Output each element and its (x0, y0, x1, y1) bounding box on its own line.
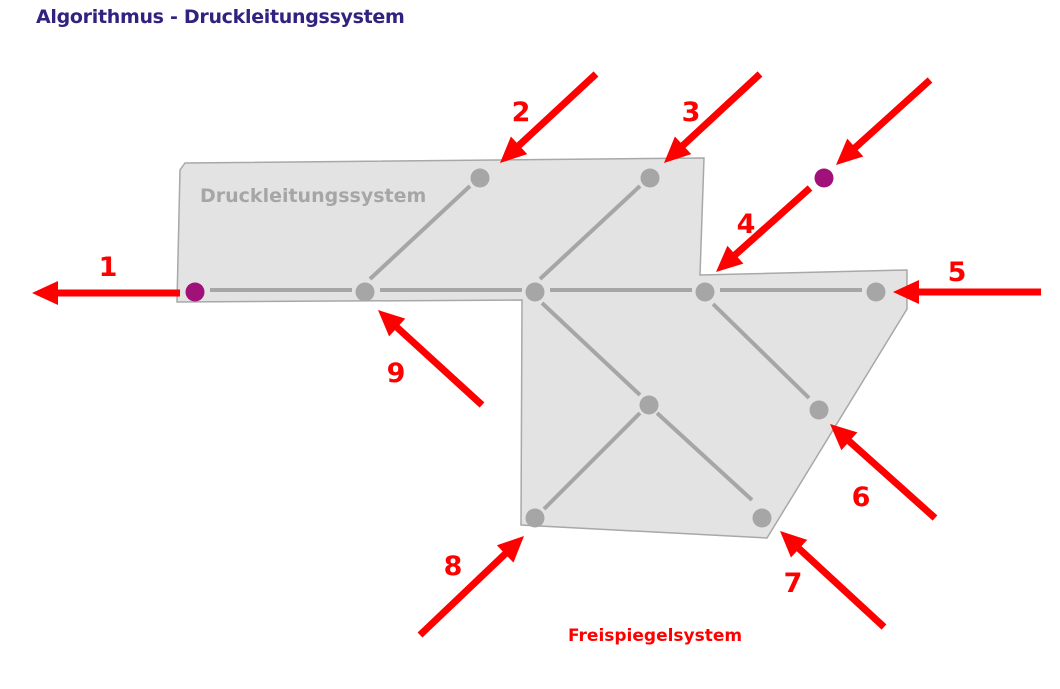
flow-arrow: 6 (830, 424, 938, 521)
pipe-segment (540, 301, 642, 397)
flow-arrow (836, 77, 933, 165)
flow-arrow: 2 (500, 71, 599, 163)
arrow-label: 5 (948, 257, 967, 288)
pipe-node (752, 508, 772, 528)
arrow-label: 7 (784, 568, 803, 599)
special-node (185, 282, 205, 302)
arrow-label: 6 (852, 482, 871, 513)
arrow-label: 1 (99, 252, 118, 283)
pipe-node (640, 168, 660, 188)
flow-arrow: 5 (893, 257, 1041, 304)
pipe-node (470, 168, 490, 188)
pipe-segment (711, 302, 811, 400)
pipe-node (809, 400, 829, 420)
flow-arrow: 4 (716, 185, 813, 272)
pipe-node (355, 282, 375, 302)
arrow-label: 9 (387, 358, 406, 389)
gravity-system-label: Freispiegelsystem (568, 626, 742, 646)
arrow-label: 8 (444, 551, 463, 582)
flow-arrow: 8 (417, 536, 524, 638)
pipe-segment (655, 411, 754, 502)
flow-arrow: 7 (780, 531, 887, 630)
diagram-title: Algorithmus - Druckleitungssystem (36, 6, 405, 28)
arrow-label: 2 (512, 97, 531, 128)
pipe-node (525, 508, 545, 528)
pressure-system-region (176, 157, 908, 539)
flow-arrow: 1 (32, 252, 180, 305)
flow-arrow: 3 (664, 71, 763, 163)
pressure-system-label: Druckleitungssystem (200, 185, 426, 207)
pipe-node (525, 282, 545, 302)
pipe-node (639, 395, 659, 415)
special-node (814, 168, 834, 188)
arrow-label: 3 (682, 97, 701, 128)
pipe-segment (542, 411, 642, 511)
pipe-node (695, 282, 715, 302)
pipe-segment (368, 184, 472, 281)
pipe-node (866, 282, 886, 302)
arrow-label: 4 (737, 209, 756, 240)
pipe-segment (538, 184, 642, 281)
flow-arrow: 9 (378, 310, 485, 408)
